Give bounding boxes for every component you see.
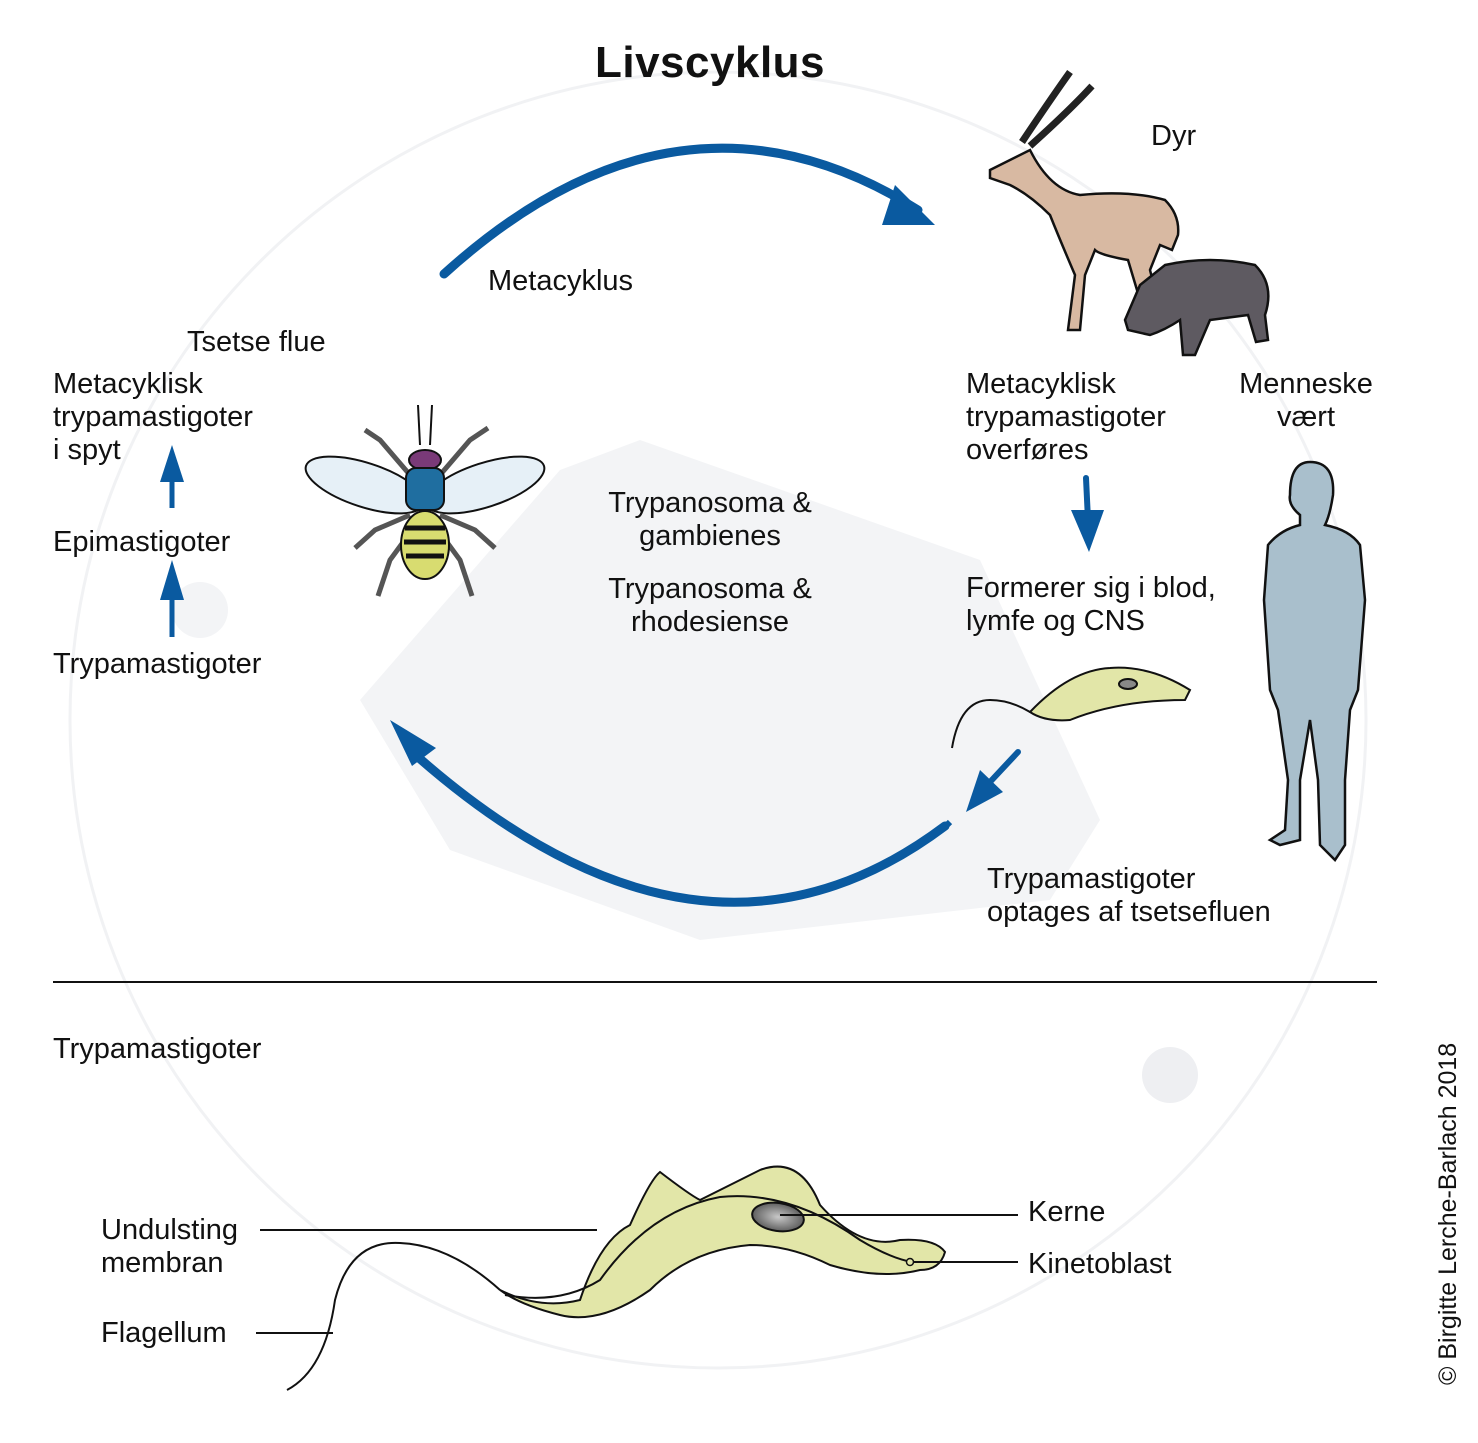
trypanosome-body bbox=[499, 1165, 947, 1319]
trypanosome-diagram bbox=[256, 1165, 1018, 1391]
stage-trypamastigote: Trypamastigoter bbox=[53, 648, 262, 680]
stage-epimastigote: Epimastigoter bbox=[53, 526, 231, 558]
tsetse-fly-icon bbox=[304, 404, 546, 597]
section-divider bbox=[53, 981, 1377, 983]
metacyklus-label: Metacyklus bbox=[488, 265, 634, 297]
tsetse-fly-label: Tsetse flue bbox=[187, 326, 326, 358]
arrow-diag-uptake bbox=[966, 749, 1021, 812]
kinetoplast bbox=[905, 1257, 915, 1267]
cycle-arrow-bottom bbox=[390, 720, 950, 907]
small-trypanosome-icon bbox=[951, 666, 1192, 749]
label-undulating-membrane: Undulsting membran bbox=[101, 1214, 239, 1279]
stage-metacyclic: Metacyklisk trypamastigoter i spyt bbox=[53, 368, 253, 466]
anatomy-heading: Trypamastigoter bbox=[53, 1033, 262, 1065]
human-host-label: Menneske vært bbox=[1239, 368, 1373, 433]
pig-icon bbox=[1123, 258, 1270, 357]
diagram-title: Livscyklus bbox=[594, 38, 826, 87]
human-icon bbox=[1262, 460, 1367, 862]
copyright-credit: © Birgitte Lerche-Barlach 2018 bbox=[1434, 1042, 1462, 1385]
label-flagellum: Flagellum bbox=[101, 1317, 227, 1349]
nucleus bbox=[751, 1201, 805, 1233]
flagellum-line bbox=[286, 1241, 501, 1391]
species-gambiense: Trypanosoma & gambienes bbox=[608, 487, 812, 552]
animal-label: Dyr bbox=[1151, 120, 1197, 152]
arrow-up-1 bbox=[160, 445, 184, 508]
transfer-label: Metacyklisk trypamastigoter overføres bbox=[966, 368, 1166, 466]
arrow-up-2 bbox=[160, 560, 184, 637]
arrow-down-transfer bbox=[1071, 475, 1104, 552]
label-kinetoplast: Kinetoblast bbox=[1028, 1248, 1172, 1280]
uptake-label: Trypamastigoter optages af tsetsefluen bbox=[987, 863, 1271, 928]
species-rhodesiense: Trypanosoma & rhodesiense bbox=[608, 573, 812, 638]
label-nucleus: Kerne bbox=[1028, 1196, 1106, 1228]
multiply-label: Formerer sig i blod, lymfe og CNS bbox=[966, 572, 1216, 637]
cycle-arrow-top bbox=[439, 143, 935, 279]
